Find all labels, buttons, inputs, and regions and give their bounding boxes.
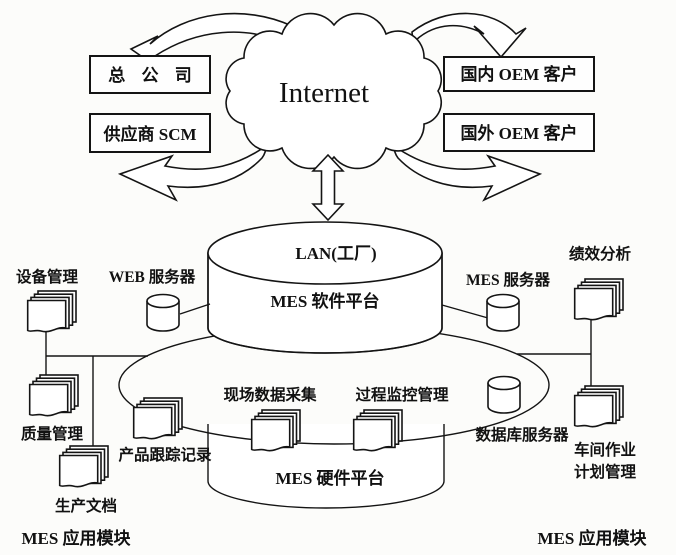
right-modules-connector <box>517 320 592 392</box>
footer-right-label: MES 应用模块 <box>537 528 647 548</box>
software-cylinder <box>207 253 443 354</box>
web-server-cylinder-icon <box>146 293 180 332</box>
process-monitor-label: 过程监控管理 <box>355 385 449 404</box>
process-monitor-docs-icon <box>352 409 403 452</box>
field-data-docs-icon <box>250 409 301 452</box>
performance-label: 绩效分析 <box>569 244 632 263</box>
foreign-oem-label: 国外 OEM 客户 <box>460 123 577 143</box>
internet-label: Internet <box>279 77 369 109</box>
supplier-label: 供应商 SCM <box>102 124 196 144</box>
workshop-docs-icon <box>573 385 624 428</box>
arrow-cloud-to-foreign-oem <box>393 144 543 202</box>
device-mgmt-label: 设备管理 <box>16 267 79 286</box>
hardware-cylinder-fill <box>208 424 444 508</box>
device-mgmt-docs-icon <box>26 290 77 333</box>
hq-label: 总 公 司 <box>108 65 198 85</box>
internet-cloud <box>225 12 443 170</box>
footer-left-label: MES 应用模块 <box>21 528 131 548</box>
database-server-label: 数据库服务器 <box>475 425 569 444</box>
hq-box <box>89 55 211 94</box>
lan-cylinder-top <box>207 221 443 285</box>
database-server-cylinder-icon <box>487 375 521 414</box>
hardware-cylinder <box>207 424 445 509</box>
double-arrow-cloud-lan <box>311 153 345 222</box>
hardware-platform-label: MES 硬件平台 <box>275 468 384 488</box>
performance-docs-icon <box>573 278 624 321</box>
supplier-box <box>89 113 211 153</box>
product-tracking-label: 产品跟踪记录 <box>118 445 212 464</box>
web-server-label: WEB 服务器 <box>109 267 196 286</box>
production-doc-docs-icon <box>58 445 109 488</box>
web-to-lan-line <box>179 303 211 315</box>
production-doc-label: 生产文档 <box>55 496 117 515</box>
field-data-label: 现场数据采集 <box>223 385 317 404</box>
workshop-label-line2: 计划管理 <box>574 462 637 481</box>
domestic-oem-box <box>443 56 595 92</box>
quality-mgmt-label: 质量管理 <box>21 424 84 443</box>
software-platform-label: MES 软件平台 <box>270 291 379 311</box>
mes-to-lan-line <box>441 304 489 319</box>
mes-server-label: MES 服务器 <box>466 270 550 289</box>
foreign-oem-box <box>443 113 595 152</box>
product-tracking-docs-icon <box>132 397 183 440</box>
arrow-cloud-to-domestic-oem <box>411 12 527 59</box>
quality-mgmt-docs-icon <box>28 374 79 417</box>
arrow-cloud-to-supplier <box>117 144 267 202</box>
lan-label: LAN(工厂) <box>295 244 376 263</box>
mes-server-cylinder-icon <box>486 293 520 332</box>
domestic-oem-label: 国内 OEM 客户 <box>460 64 577 84</box>
left-modules-connector <box>45 330 148 452</box>
workshop-label-line1: 车间作业 <box>574 440 636 459</box>
